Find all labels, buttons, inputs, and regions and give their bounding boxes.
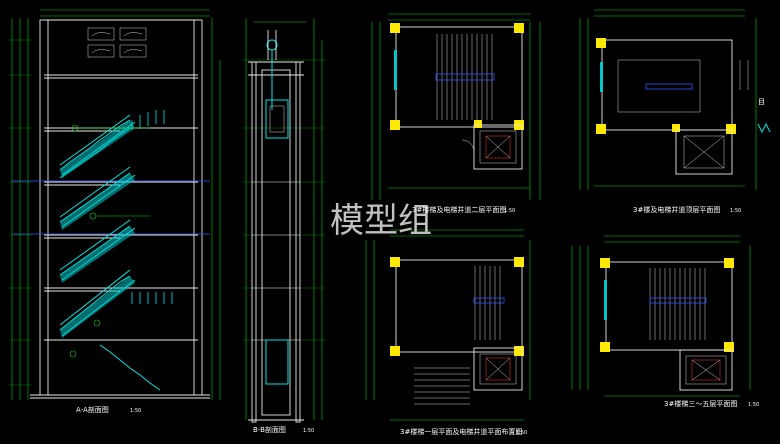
watermark: 模型组 [330, 201, 432, 241]
stair-arrow-icon [435, 73, 495, 81]
section-bb-drawing: B-B剖面图 1:50 [243, 18, 325, 434]
plan-3to5-scale: 1:50 [748, 402, 759, 408]
plan-1f-scale: 1:50 [516, 430, 527, 436]
plan-1f-title: 3#楼梯一层平面及电梯井道平面布置图 [400, 427, 522, 436]
plan-roof-title: 3#楼及电梯井道顶层平面图 [633, 205, 720, 214]
section-marker-icon [266, 39, 278, 51]
section-aa-title: A-A剖面图 [76, 405, 109, 414]
plan-3to5-title: 3#楼梯三～五层平面图 [664, 399, 737, 408]
elevator-car-icon [265, 99, 289, 139]
plan-roof-scale: 1:50 [730, 208, 741, 214]
plan-2f-drawing: 3#楼梯及电梯井道二层平面图 1:50 [371, 13, 541, 214]
plan-2f-scale: 1:50 [504, 208, 515, 214]
section-aa-scale: 1:50 [130, 408, 141, 414]
section-aa-drawing: A-A剖面图 1:50 [9, 9, 221, 414]
section-bb-scale: 1:50 [303, 428, 314, 434]
svg-text:目: 目 [758, 98, 765, 106]
plan-1f-drawing: 3#楼梯一层平面及电梯井道平面布置图 1:50 [365, 229, 531, 436]
section-bb-title: B-B剖面图 [253, 425, 286, 434]
door-swing-icon [461, 139, 475, 153]
plan-3to5-drawing: 3#楼梯三～五层平面图 1:50 [571, 235, 759, 408]
plan-roof-drawing: 目 3#楼及电梯井道顶层平面图 1:50 [579, 9, 771, 214]
plan-2f-title: 3#楼梯及电梯井道二层平面图 [412, 205, 506, 214]
